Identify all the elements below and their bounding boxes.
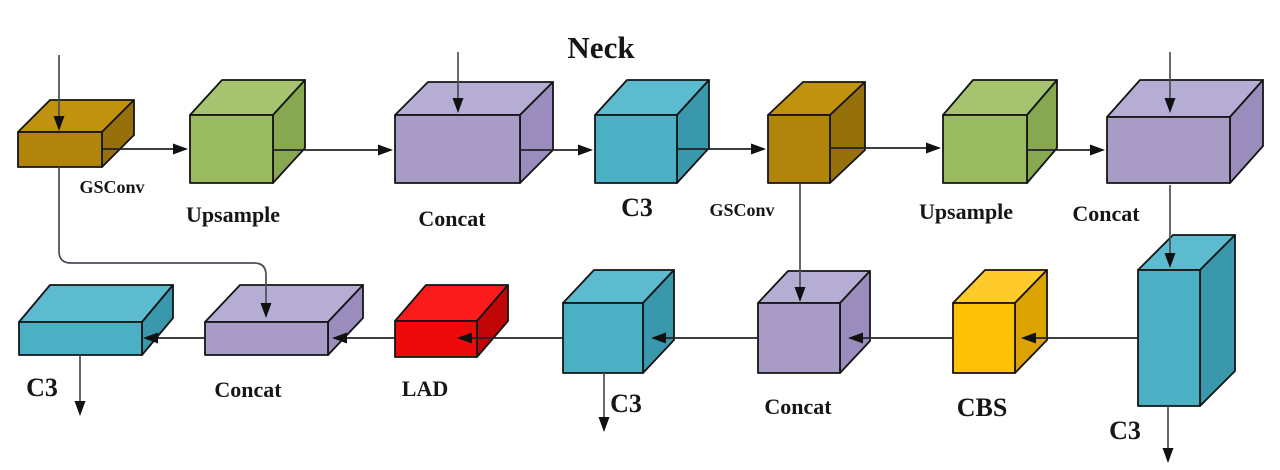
node-concat4-box [204,284,364,356]
node-c3-tall-box [1137,234,1236,407]
node-label-gsconv1: GSConv [79,177,144,197]
node-gsconv2-box [767,81,866,184]
concat1-front-face [394,114,521,184]
edges-layer [53,52,1176,463]
node-concat2-box [1106,79,1264,184]
diagram-title: Neck [567,30,635,65]
concat3-front-face [757,302,841,374]
concat4-front-face [204,321,329,356]
node-concat3-box [757,270,871,374]
concat2-front-face [1106,116,1231,184]
gsconv2-front-face [767,114,831,184]
node-label-concat4: Concat [214,377,282,402]
boxes-layer [17,79,1264,407]
c3-tall-front-face [1137,269,1201,407]
node-label-lad: LAD [402,376,448,401]
node-gsconv1-box [17,99,135,168]
node-concat1-box [394,81,554,184]
upsample1-front-face [189,114,274,184]
edge-skip-gsconv1-to-concat4 [58,167,272,318]
node-label-gsconv2: GSConv [709,200,774,220]
node-label-upsample1: Upsample [186,202,280,227]
node-c3-2-box [562,269,675,374]
node-upsample1-box [189,79,306,184]
c3-3-front-face [18,321,143,356]
node-label-concat1: Concat [418,206,486,231]
node-label-c3-3: C3 [26,373,58,402]
node-label-c3-tall: C3 [1109,416,1141,445]
lad-front-face [394,320,478,358]
node-label-concat3: Concat [764,394,832,419]
upsample2-front-face [942,114,1028,184]
node-label-cbs: CBS [957,393,1008,422]
node-c3-1-box [594,79,710,184]
node-label-c3-1: C3 [621,193,653,222]
node-label-concat2: Concat [1072,201,1140,226]
c3-1-front-face [594,114,678,184]
node-cbs-box [952,269,1048,374]
node-c3-3-box [18,284,174,356]
node-lad-box [394,284,509,358]
c3-2-front-face [562,302,644,374]
node-upsample2-box [942,79,1058,184]
node-label-c3-2: C3 [610,389,642,418]
gsconv1-front-face [17,131,103,168]
cbs-front-face [952,302,1016,374]
node-label-upsample2: Upsample [919,199,1013,224]
